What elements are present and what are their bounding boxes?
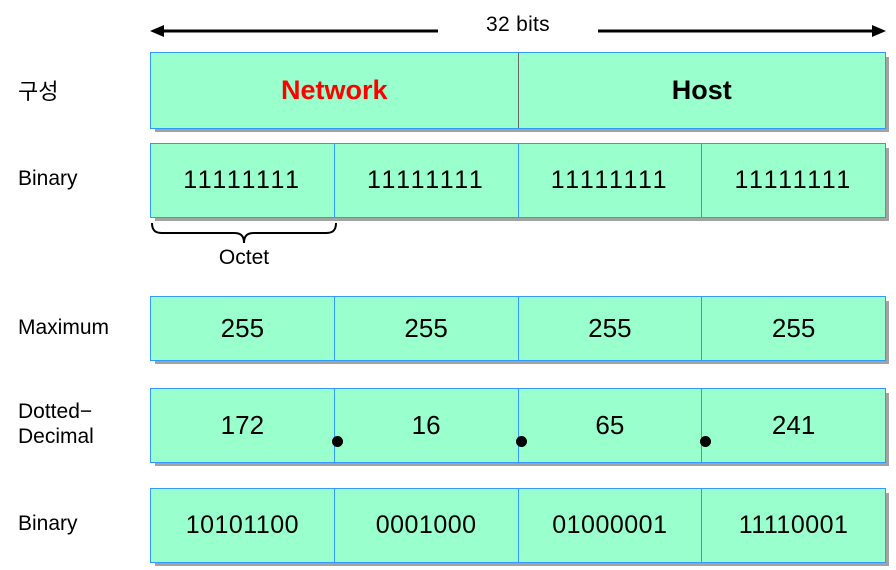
binary-top-row: 11111111 11111111 11111111 11111111 — [150, 143, 886, 218]
octet-label: Octet — [218, 246, 270, 269]
cell-host: Host — [517, 53, 886, 128]
double-arrow-icon — [150, 17, 886, 45]
cell-dotted-octet-3: 65 — [517, 389, 702, 462]
row-label-binary-bottom: Binary — [18, 512, 78, 535]
dotted-decimal-row: 172 16 65 241 — [150, 388, 886, 463]
cell-binary-bottom-octet-4: 11110001 — [701, 489, 885, 562]
cell-binary-top-octet-1: 11111111 — [183, 166, 302, 194]
cell-binary-bottom-octet-2: 0001000 — [333, 489, 518, 562]
binary-bottom-row: 10101100 0001000 01000001 11110001 — [150, 488, 886, 563]
dotted-separator-1 — [332, 436, 343, 447]
cell-dotted-octet-2: 16 — [333, 389, 518, 462]
cell-binary-top-octet-4: 11111111 — [701, 144, 885, 217]
cell-binary-bottom-octet-3: 01000001 — [517, 489, 702, 562]
octet-annotation: Octet — [150, 222, 338, 280]
cell-maximum-octet-2: 255 — [333, 297, 518, 360]
cell-network: Network — [280, 75, 388, 105]
dotted-separator-2 — [516, 436, 527, 447]
cell-dotted-octet-4: 241 — [701, 389, 885, 462]
bit-width-indicator: 32 bits — [150, 13, 886, 49]
row-label-structure: 구성 — [18, 80, 59, 105]
structure-row: Network Host — [150, 52, 886, 129]
maximum-row: 255 255 255 255 — [150, 296, 886, 361]
cell-maximum-octet-3: 255 — [517, 297, 702, 360]
dotted-separator-3 — [700, 436, 711, 447]
curly-brace-icon — [151, 222, 337, 244]
cell-maximum-octet-4: 255 — [701, 297, 885, 360]
cell-binary-top-octet-3: 11111111 — [517, 144, 702, 217]
row-label-dotted-decimal-line1: Dotted− — [18, 400, 93, 423]
row-label-maximum: Maximum — [18, 316, 110, 339]
row-label-dotted-decimal-line2: Decimal — [18, 425, 94, 448]
cell-binary-top-octet-2: 11111111 — [333, 144, 518, 217]
cell-dotted-octet-1: 172 — [220, 410, 265, 440]
bit-width-label: 32 bits — [486, 13, 550, 36]
cell-maximum-octet-1: 255 — [220, 313, 265, 343]
row-label-binary-top: Binary — [18, 167, 78, 190]
cell-binary-bottom-octet-1: 10101100 — [185, 511, 300, 539]
